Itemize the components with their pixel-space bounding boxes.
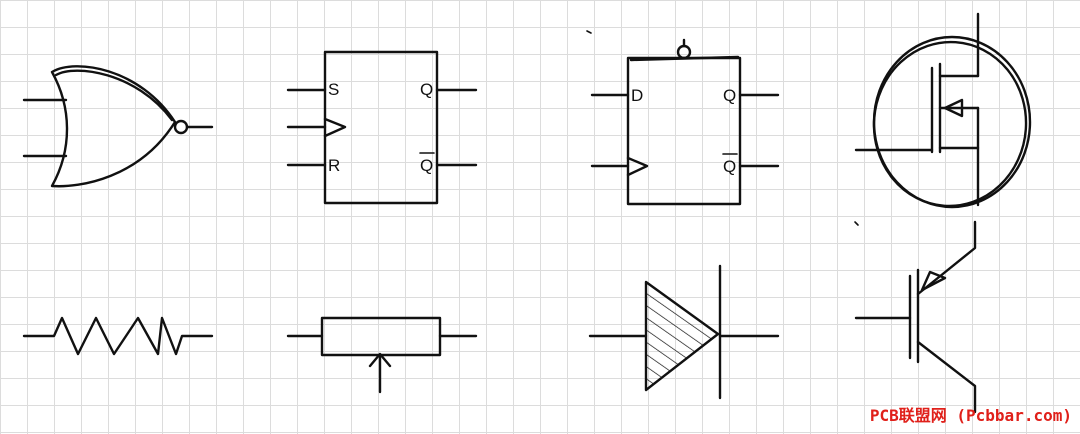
- sr-flipflop-symbol: S R Q Q: [286, 50, 478, 205]
- sr-pin-q-label: Q: [420, 80, 433, 99]
- sr-pin-s-label: S: [328, 80, 339, 99]
- d-pin-qbar-label: Q: [723, 157, 736, 176]
- nor-gate-symbol: [22, 65, 214, 188]
- igbt-symbol: [854, 220, 977, 414]
- d-pin-d-label: D: [631, 86, 643, 105]
- d-flipflop-symbol: D Q Q: [586, 30, 780, 206]
- sr-pin-qbar-label: Q: [420, 156, 433, 175]
- potentiometer-symbol: [286, 316, 478, 394]
- preset-bubble: [676, 44, 692, 60]
- sr-pin-r-label: R: [328, 156, 340, 175]
- resistor-symbol: [22, 316, 214, 356]
- watermark-text: PCB联盟网 (Pcbbar.com): [869, 406, 1072, 425]
- mosfet-symbol: [854, 12, 1032, 226]
- d-pin-q-label: Q: [723, 86, 736, 105]
- inversion-bubble: [173, 119, 189, 135]
- diode-symbol: [588, 264, 780, 400]
